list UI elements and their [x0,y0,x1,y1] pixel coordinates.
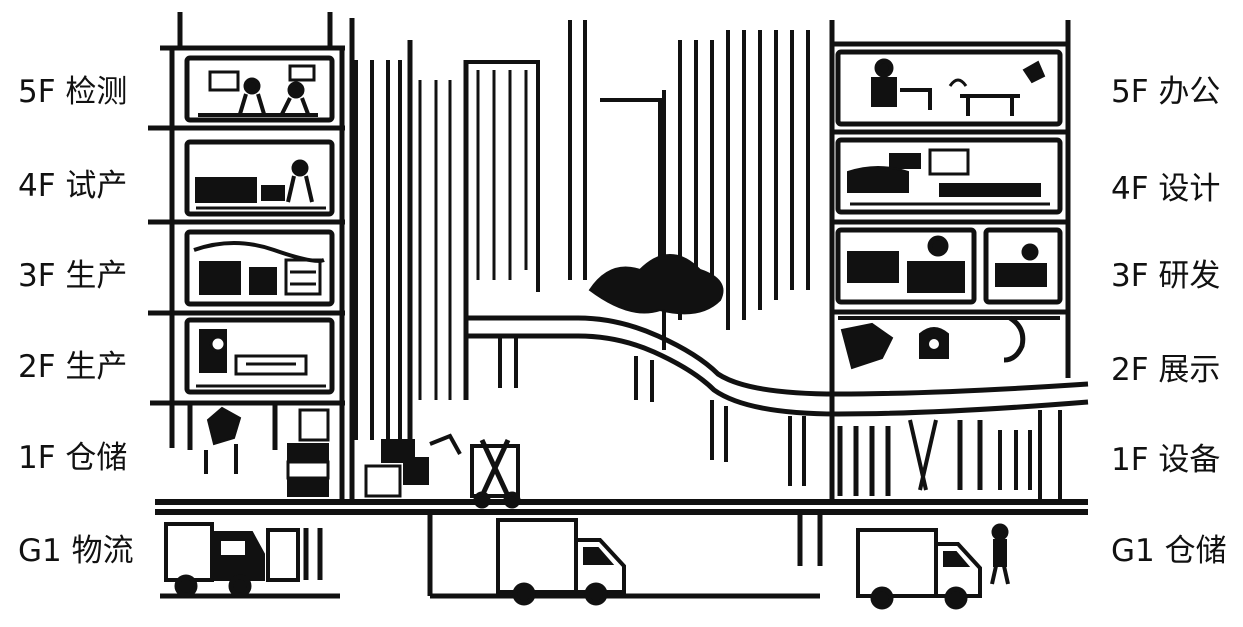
right-5f-room [838,52,1060,124]
right-1f-equipment [840,410,1060,500]
left-1f-storage [190,403,328,496]
truck-middle [498,520,624,603]
left-3f-room [187,232,332,304]
right-4f-room [838,140,1060,212]
left-2f-room [187,320,332,392]
truck-left [166,524,320,595]
left-5f-room [187,58,332,120]
right-2f-room [838,318,1060,368]
truck-right [858,526,1008,607]
right-3f-room [838,230,1060,302]
left-4f-room [187,142,332,214]
